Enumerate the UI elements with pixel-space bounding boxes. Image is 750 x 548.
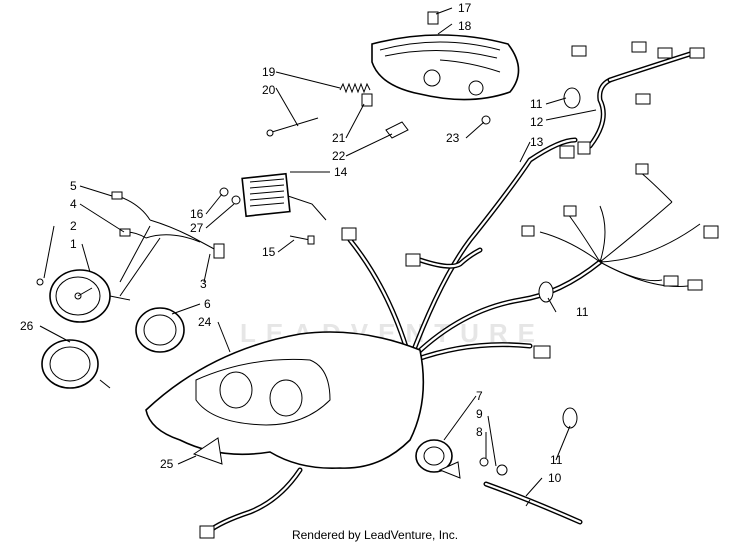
callout-18: 18 xyxy=(458,19,472,33)
connector-part[interactable] xyxy=(341,227,357,241)
grommet-part[interactable] xyxy=(538,281,554,303)
callout-23: 23 xyxy=(446,131,460,145)
connector-part[interactable] xyxy=(199,525,215,539)
callout-11-mid: 11 xyxy=(576,305,589,319)
connector-part[interactable] xyxy=(563,205,577,217)
callout-14: 14 xyxy=(334,165,348,179)
callout-9: 9 xyxy=(476,407,483,421)
callout-15: 15 xyxy=(262,245,276,259)
callout-11-low: 11 xyxy=(550,453,563,467)
lower-harness[interactable] xyxy=(205,467,303,535)
connector-part[interactable] xyxy=(663,275,679,287)
headlight-assembly[interactable] xyxy=(371,34,520,101)
ignition-switch[interactable] xyxy=(415,439,461,479)
callout-labels: 17 18 19 20 21 22 23 11 12 13 14 5 4 16 … xyxy=(20,1,589,485)
connector-part[interactable] xyxy=(687,279,703,291)
bulb-part[interactable] xyxy=(361,93,373,107)
connector-part[interactable] xyxy=(635,93,651,105)
grommet-part[interactable] xyxy=(562,407,578,429)
gauge-wires[interactable] xyxy=(117,195,217,297)
bulb-socket-part[interactable] xyxy=(111,191,123,200)
callout-19: 19 xyxy=(262,65,276,79)
speedometer-cable[interactable] xyxy=(483,481,583,525)
callout-6: 6 xyxy=(204,297,211,311)
washer-part[interactable] xyxy=(231,195,241,205)
connector-part[interactable] xyxy=(559,145,575,159)
callout-7: 7 xyxy=(476,389,483,403)
callout-17: 17 xyxy=(458,1,472,15)
bezel-ring[interactable] xyxy=(135,307,185,353)
washer-part[interactable] xyxy=(479,457,489,467)
connector-part[interactable] xyxy=(635,163,649,175)
screw-part[interactable] xyxy=(266,117,319,137)
callout-4: 4 xyxy=(70,197,77,211)
connector-part[interactable] xyxy=(521,225,535,237)
callout-26: 26 xyxy=(20,319,34,333)
nut-part[interactable] xyxy=(496,464,508,476)
connector-part[interactable] xyxy=(571,45,587,57)
callout-3: 3 xyxy=(200,277,207,291)
branch-harness[interactable] xyxy=(539,171,701,287)
bulb-socket-part[interactable] xyxy=(119,228,131,237)
screw-small-part[interactable] xyxy=(36,278,44,286)
connector-part[interactable] xyxy=(689,47,705,59)
callout-21: 21 xyxy=(332,131,346,145)
clip-part[interactable] xyxy=(427,11,439,25)
connector-part[interactable] xyxy=(657,47,673,59)
bolt-part[interactable] xyxy=(289,235,315,245)
callout-25: 25 xyxy=(160,457,174,471)
callout-24: 24 xyxy=(198,315,212,329)
callout-5: 5 xyxy=(70,179,77,193)
callout-10: 10 xyxy=(548,471,562,485)
speedometer-gauge[interactable] xyxy=(49,269,131,323)
callout-2: 2 xyxy=(70,219,77,233)
connector-part[interactable] xyxy=(703,225,719,239)
warning-decal[interactable] xyxy=(192,437,223,465)
grommet-part[interactable] xyxy=(563,87,581,109)
callout-22: 22 xyxy=(332,149,346,163)
callout-27: 27 xyxy=(190,221,204,235)
callout-20: 20 xyxy=(262,83,276,97)
instrument-hood[interactable] xyxy=(145,331,425,469)
regulator-part[interactable] xyxy=(241,172,327,221)
leader-lines xyxy=(39,7,597,497)
connector-part[interactable] xyxy=(405,253,421,267)
callout-13: 13 xyxy=(530,135,544,149)
connector-part[interactable] xyxy=(213,243,225,259)
callout-8: 8 xyxy=(476,425,483,439)
callout-1: 1 xyxy=(70,237,77,251)
credit-text: Rendered by LeadVenture, Inc. xyxy=(291,528,459,542)
callout-16: 16 xyxy=(190,207,204,221)
gauge-lens[interactable] xyxy=(41,339,99,389)
callout-12: 12 xyxy=(530,115,544,129)
spring-part[interactable] xyxy=(339,82,371,94)
connector-part[interactable] xyxy=(533,345,551,359)
connector-part[interactable] xyxy=(631,41,647,53)
connector-part[interactable] xyxy=(577,141,591,155)
callout-11-top: 11 xyxy=(530,97,543,111)
